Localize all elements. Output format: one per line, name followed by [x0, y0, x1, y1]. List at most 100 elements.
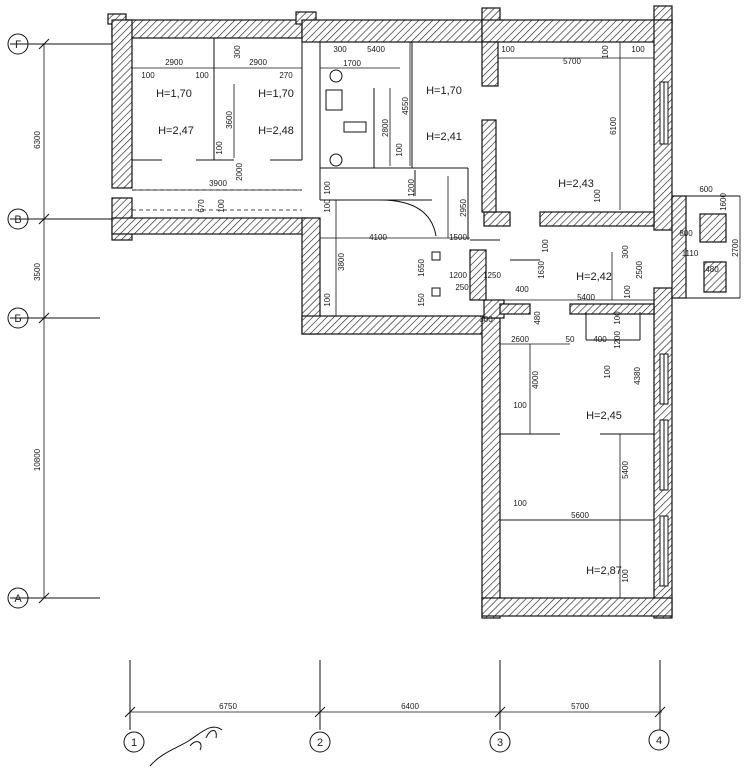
dimension-label: 100 — [323, 199, 332, 213]
room-height-label: H=2,42 — [576, 271, 612, 283]
dimension-label: 2000 — [235, 163, 244, 181]
dimension-label: 1200 — [449, 271, 467, 280]
dimension-label: 400 — [515, 285, 529, 294]
grid-row-label: Б — [14, 313, 21, 325]
dimension-label: 800 — [679, 229, 693, 238]
dimension-label: 2700 — [731, 239, 740, 257]
row-spacing-label: 3500 — [33, 263, 42, 281]
dimension-label: 2950 — [459, 199, 468, 217]
bottom-dimension-chain: 6750 6400 5700 — [124, 660, 666, 730]
dimension-label: 670 — [197, 199, 206, 213]
fixtures — [325, 69, 441, 297]
room-height-label: H=2,48 — [258, 125, 294, 137]
left-dimension-chain: 6300 3500 10800 — [10, 38, 120, 604]
dimension-label: 100 — [501, 45, 515, 54]
dimension-label: 5400 — [621, 461, 630, 479]
dimension-label: 300 — [621, 245, 630, 259]
dimension-label: 2900 — [165, 58, 183, 67]
dimension-label: 100 — [141, 71, 155, 80]
dimension-label: 250 — [455, 283, 469, 292]
grid-row-label: Г — [15, 39, 21, 51]
grid-column-label: 4 — [656, 735, 662, 747]
dimension-label: 300 — [479, 315, 493, 324]
dimension-label: 1600 — [719, 193, 728, 211]
grid-column-markers: 1 2 3 4 — [123, 729, 670, 753]
dimension-label: 1200 — [613, 331, 622, 349]
dimension-label: 100 — [621, 569, 630, 583]
interior-dimension-lines — [132, 42, 655, 598]
balcony — [671, 195, 741, 299]
dimension-label: 3600 — [225, 111, 234, 129]
dimension-label: 100 — [323, 181, 332, 195]
dimension-label: 2500 — [635, 261, 644, 279]
dimension-label: 300 — [233, 45, 242, 59]
dimension-label: 100 — [603, 365, 612, 379]
dimension-label: 480 — [705, 265, 719, 274]
dimension-label: 2600 — [511, 335, 529, 344]
dimension-label: 1110 — [682, 249, 699, 258]
dimension-label: 100 — [195, 71, 209, 80]
dimension-label: 100 — [323, 293, 332, 307]
grid-row-label: А — [14, 593, 22, 605]
column-spacing-label: 5700 — [571, 702, 589, 711]
dimension-label: 100 — [613, 311, 622, 325]
grid-row-markers: Г В Б А — [7, 33, 29, 609]
room-height-label: H=1,70 — [426, 85, 462, 97]
dimension-label: 100 — [513, 499, 527, 508]
row-spacing-label: 10800 — [33, 448, 42, 471]
dimension-label: 2800 — [381, 119, 390, 137]
dimension-label: 100 — [631, 45, 645, 54]
grid-column-label: 2 — [317, 737, 323, 749]
exterior-walls — [107, 5, 673, 619]
room-height-label: H=2,43 — [558, 178, 594, 190]
dimension-label: 100 — [513, 401, 527, 410]
grid-column-label: 1 — [131, 737, 137, 749]
dimension-label: 6100 — [609, 117, 618, 135]
dimension-label: 150 — [417, 293, 426, 307]
dimension-label: 4000 — [531, 371, 540, 389]
dimension-label: 1200 — [407, 179, 416, 197]
dimension-label: 4550 — [401, 97, 410, 115]
row-spacing-label: 6300 — [33, 131, 42, 149]
dimension-label: 300 — [333, 45, 347, 54]
dimension-label: 600 — [699, 185, 713, 194]
dimension-label: 100 — [623, 285, 632, 299]
dimension-label: 5700 — [563, 57, 581, 66]
grid-row-label: В — [14, 214, 21, 226]
room-height-label: H=2,47 — [158, 125, 194, 137]
dimension-label: 480 — [533, 311, 542, 325]
dimension-labels: 2900 100 100 2900 300 270 300 5400 1700 … — [141, 45, 740, 583]
dimension-label: 5400 — [577, 293, 595, 302]
dimension-label: 1250 — [483, 271, 501, 280]
dimension-label: 100 — [217, 199, 226, 213]
dimension-label: 270 — [279, 71, 293, 80]
dimension-label: 100 — [541, 239, 550, 253]
dimension-label: 3900 — [209, 179, 227, 188]
room-height-label: H=2,45 — [586, 410, 622, 422]
dimension-label: 100 — [593, 189, 602, 203]
dimension-label: 2900 — [249, 58, 267, 67]
dimension-label: 4100 — [369, 233, 387, 242]
dimension-label: 3800 — [337, 253, 346, 271]
dimension-label: 100 — [215, 141, 224, 155]
dimension-label: 4380 — [633, 367, 642, 385]
dimension-label: 1500 — [449, 233, 467, 242]
dimension-label: 5400 — [367, 45, 385, 54]
room-height-label: H=2,41 — [426, 131, 462, 143]
room-height-label: H=2,87 — [586, 565, 622, 577]
room-height-label: H=1,70 — [156, 88, 192, 100]
dimension-label: 100 — [601, 45, 610, 59]
dimension-label: 400 — [593, 335, 607, 344]
dimension-label: 1700 — [343, 59, 361, 68]
column-spacing-label: 6750 — [219, 702, 237, 711]
windows — [659, 81, 669, 587]
room-height-labels: H=1,70 H=2,47 H=1,70 H=2,48 H=1,70 H=2,4… — [156, 85, 622, 577]
dimension-label: 100 — [395, 143, 404, 157]
dimension-label: 1650 — [417, 259, 426, 277]
dimension-label: 5600 — [571, 511, 589, 520]
dimension-label: 1630 — [537, 261, 546, 279]
grid-column-label: 3 — [497, 737, 503, 749]
dimension-label: 50 — [566, 335, 575, 344]
column-spacing-label: 6400 — [401, 702, 419, 711]
